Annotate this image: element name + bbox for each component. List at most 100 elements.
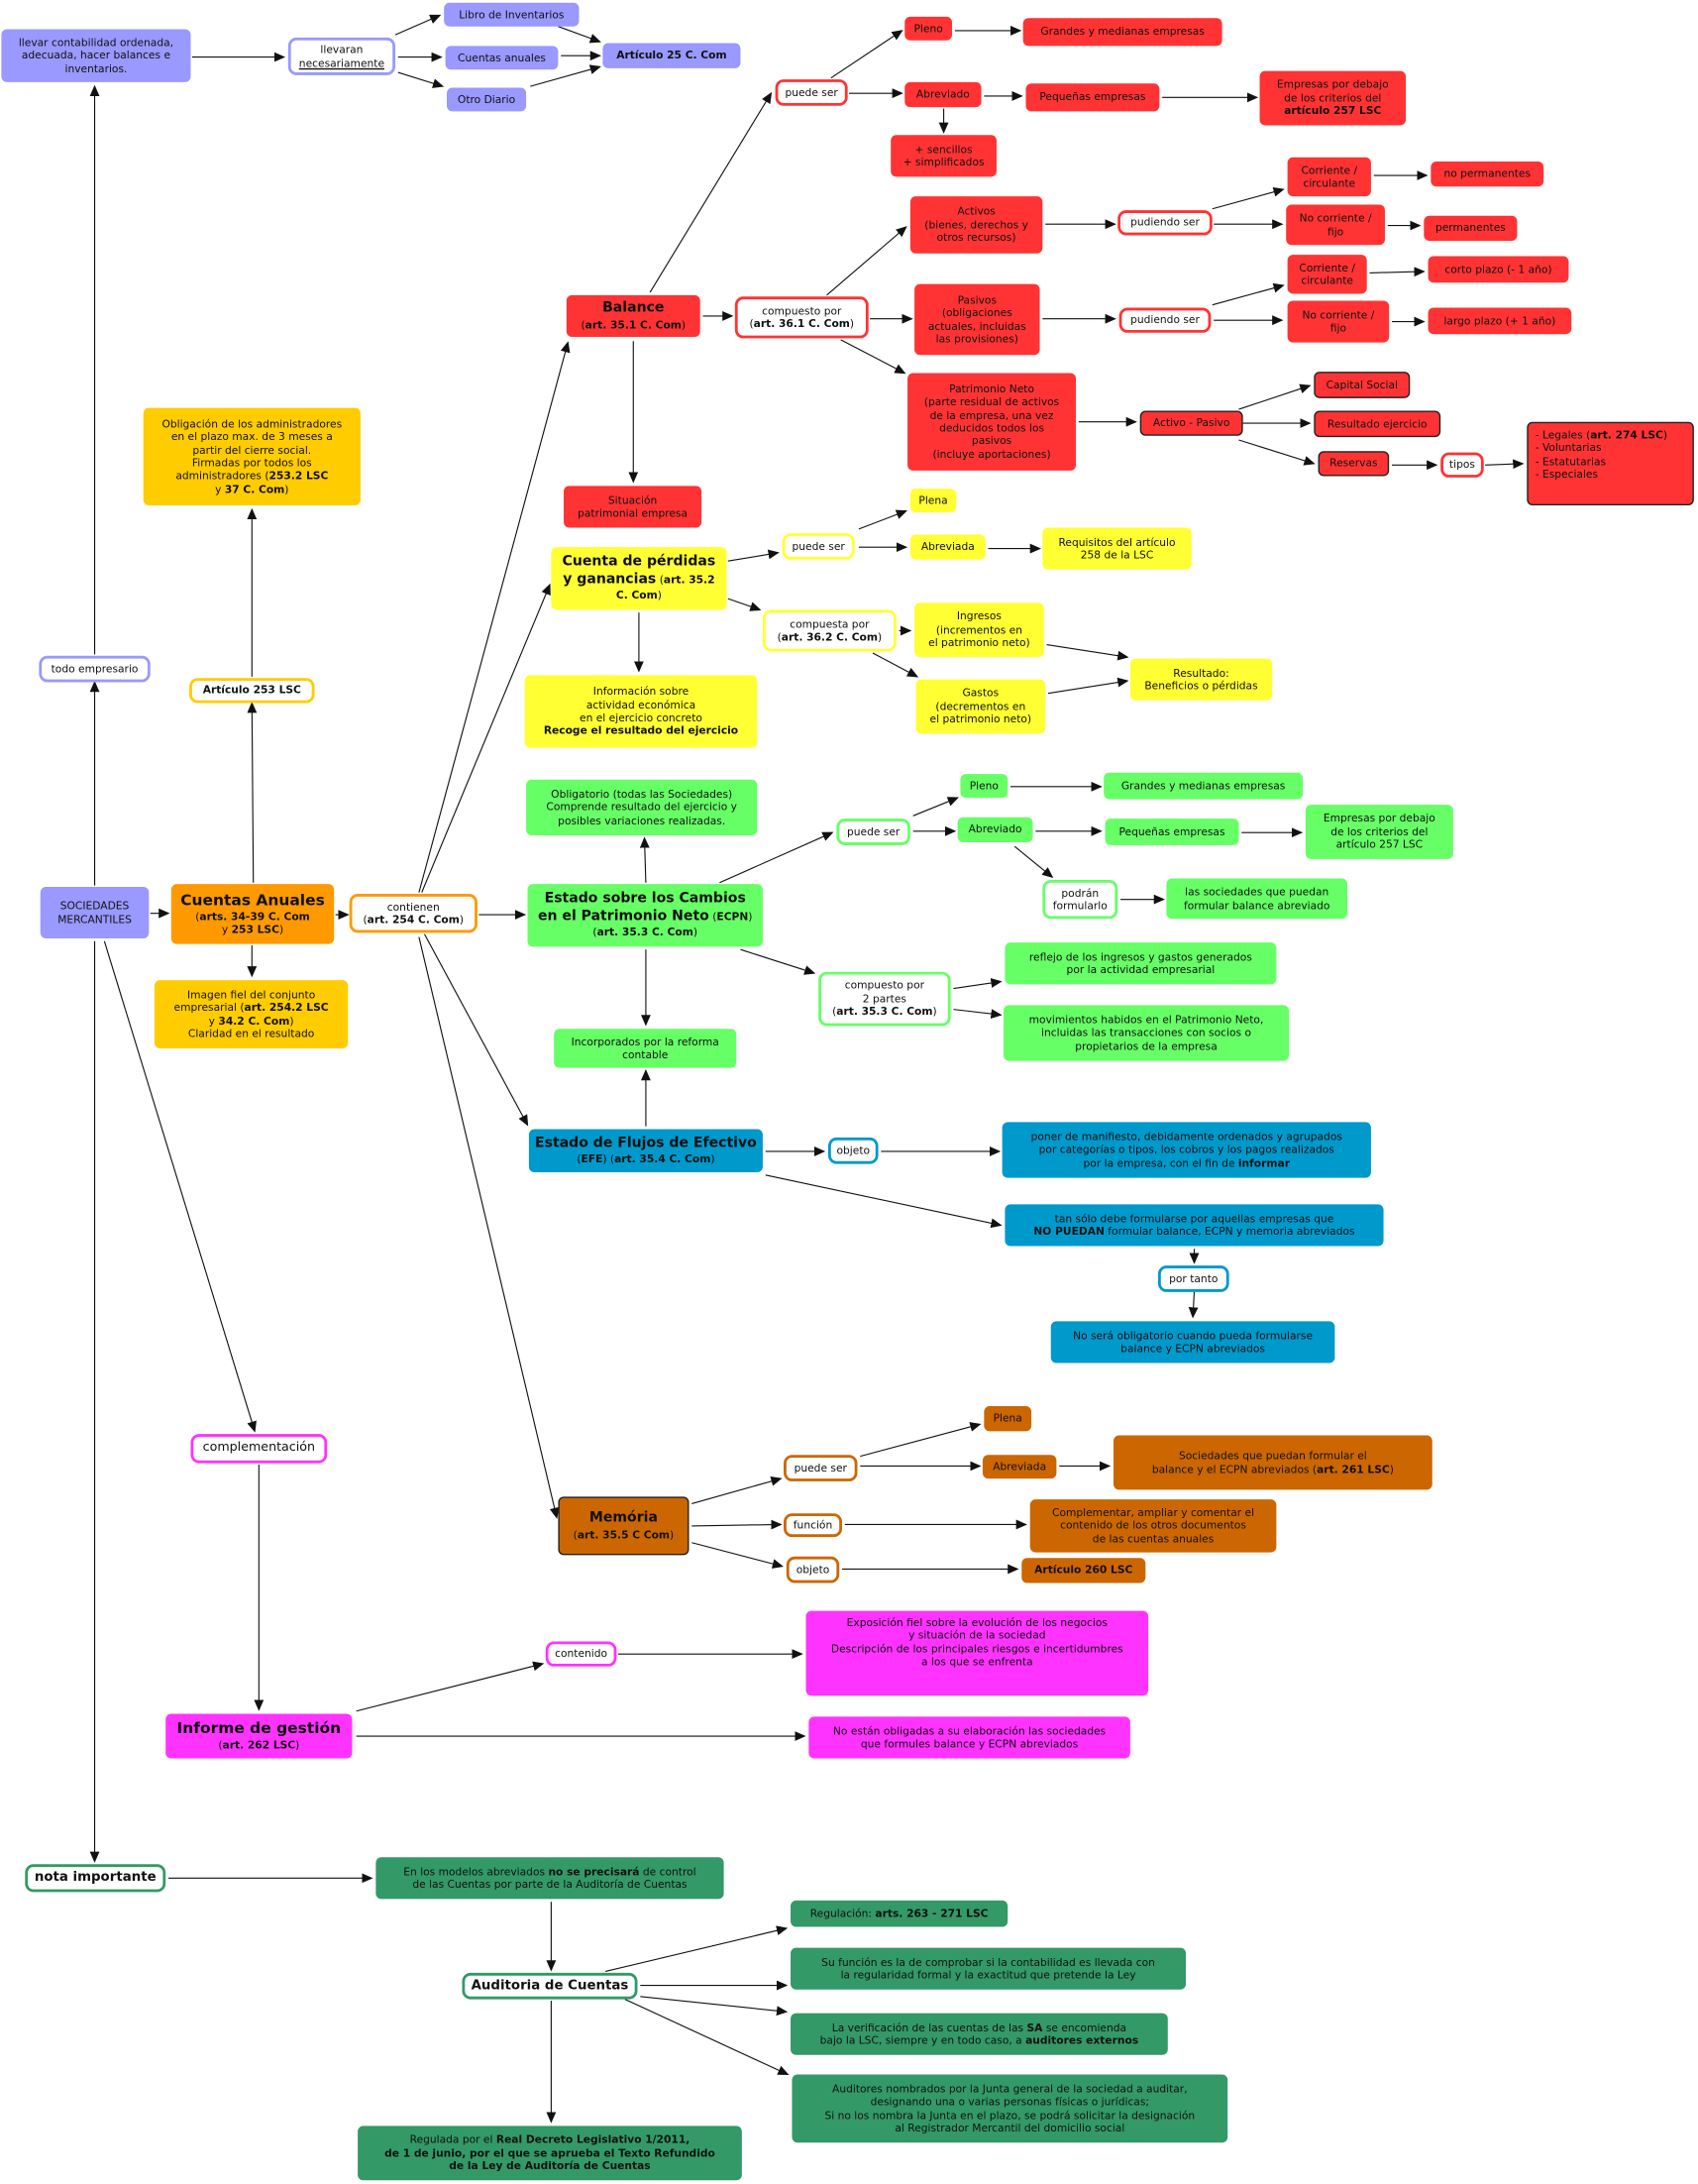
node-text: deducidos todos los [939, 421, 1045, 435]
node-text: Corriente / [1299, 261, 1355, 274]
node-text: patrimonial empresa [578, 506, 689, 520]
node-text: compuesto por [762, 304, 842, 317]
node-text: art. 35.1 C. Com [584, 318, 682, 331]
node-text: de los criterios del [1284, 91, 1382, 105]
node-text: y [208, 1014, 219, 1028]
node-text: Auditoria de Cuentas [471, 1977, 629, 1994]
node-text: art. 35.4 C. Com [614, 1152, 711, 1165]
node-title: Estado de Flujos de Efectivo [535, 1135, 757, 1151]
node-text: - Legales ( [1535, 428, 1591, 442]
node-text: 258 de la LSC [1080, 548, 1154, 562]
edge-arrow [1188, 1291, 1199, 1319]
node-reservas: Reservas [1318, 451, 1390, 477]
node-text: ) [459, 913, 465, 927]
node-no-permanentes: no permanentes [1431, 161, 1544, 187]
edge-arrow [1047, 677, 1129, 695]
node-text: Obligación de los administradores [161, 416, 343, 430]
node-text: Beneficios o pérdidas [1144, 679, 1258, 693]
node-text: MERCANTILES [57, 912, 132, 926]
node-text: art. 36.2 C. Com [781, 630, 879, 644]
node-text: el patrimonio neto) [929, 712, 1032, 726]
node-text: y [221, 924, 232, 936]
node-text: y [215, 483, 225, 496]
node-text: ) [1662, 428, 1668, 442]
node-text: art. 254 C. Com [367, 913, 460, 927]
edge-arrow [1238, 383, 1312, 410]
node-text: formular balance, ECPN y memoria abrevia… [1104, 1225, 1355, 1239]
node-text: Plena [993, 1412, 1022, 1425]
link-balance-compuesto-por: compuesto por(art. 36.1 C. Com) [734, 296, 869, 339]
node-balance-pleno: Pleno [904, 16, 953, 41]
node-text: En los modelos abreviados [403, 1865, 549, 1878]
node-text: por tanto [1169, 1271, 1219, 1285]
node-text: llevaran [320, 43, 364, 56]
node-text: tipos [1448, 458, 1475, 472]
node-text: ) [670, 1527, 675, 1541]
node-title: Memória [588, 1510, 658, 1526]
edge-arrow [356, 1661, 545, 1712]
node-text: función [793, 1518, 833, 1532]
node-text: art. 274 LSC [1590, 428, 1663, 442]
node-no-estan-obligadas: No están obligadas a su elaboración las … [808, 1716, 1130, 1759]
node-poner-de-manifiesto: poner de manifiesto, debidamente ordenad… [1002, 1122, 1371, 1178]
node-text: ) [748, 910, 753, 924]
node-activo-pasivo: Activo - Pasivo [1139, 410, 1243, 436]
node-ecpn-grandes: Grandes y medianas empresas [1104, 772, 1304, 800]
node-text: ( [581, 318, 585, 331]
node-text: artículo 257 LSC [1335, 838, 1424, 851]
node-text: art. 35.2 [663, 573, 715, 587]
node-text: objeto [836, 1144, 871, 1157]
node-text: circulante [1301, 273, 1353, 287]
node-text: ) ( [602, 1152, 615, 1165]
node-text: Complementar, ampliar y comentar el [1052, 1505, 1255, 1519]
node-sencillos: + sencillos+ simplificados [891, 135, 997, 177]
node-text: puede ser [792, 539, 845, 553]
node-text: ( [577, 1152, 582, 1165]
node-text: (incluye aportaciones) [932, 448, 1051, 462]
node-text: corto plazo (- 1 año) [1444, 263, 1552, 275]
edge-arrow [397, 71, 445, 88]
node-text: art. 35.3 C. Com [836, 1005, 933, 1019]
node-text: compuesto por [844, 979, 924, 992]
node-text: Artículo 253 LSC [202, 684, 301, 697]
node-text: actuales, incluidas [927, 319, 1026, 333]
node-text: Imagen fiel del conjunto [186, 987, 316, 1001]
node-text: Incorporados por la reforma [571, 1035, 719, 1048]
node-text: que formules balance y ECPN abreviados [860, 1737, 1079, 1751]
node-text: pasivos [971, 435, 1012, 448]
node-text: movimientos habidos en el Patrimonio Net… [1028, 1013, 1264, 1027]
node-text: balance y ECPN abreviados [1120, 1342, 1265, 1356]
node-balance-grandes: Grandes y medianas empresas [1022, 18, 1222, 47]
node-largo-plazo: largo plazo (+ 1 año) [1428, 307, 1572, 335]
link-memoria-puede-ser: puede ser [784, 1455, 858, 1481]
edge-arrow [830, 30, 903, 79]
edge-arrow [1238, 439, 1316, 466]
node-text: ( [195, 910, 200, 924]
node-title: Informe de gestión [176, 1719, 342, 1738]
link-complementacion: complementación [190, 1434, 328, 1464]
node-text: Activo - Pasivo [1152, 416, 1230, 430]
edge-arrow [605, 1925, 789, 1973]
edge-arrow [624, 1999, 790, 2076]
node-text: Situación [607, 493, 658, 506]
link-pudiendo-ser-activos: pudiendo ser [1117, 210, 1213, 236]
node-text: de los criterios del [1330, 824, 1429, 838]
edge-arrow [418, 341, 571, 893]
node-text: Sociedades que puedan formular el [1178, 1449, 1367, 1463]
node-text: Regulada por el [409, 2132, 496, 2146]
node-text: Abreviada [993, 1460, 1047, 1474]
edge-arrow [912, 797, 959, 817]
node-text: empresarial ( [173, 1001, 245, 1014]
node-text: ) [289, 1014, 294, 1028]
node-informe-gestion: Informe de gestión(art. 262 LSC) [165, 1713, 353, 1759]
node-text: Patrimonio Neto [949, 382, 1034, 395]
edge-line [247, 702, 258, 883]
